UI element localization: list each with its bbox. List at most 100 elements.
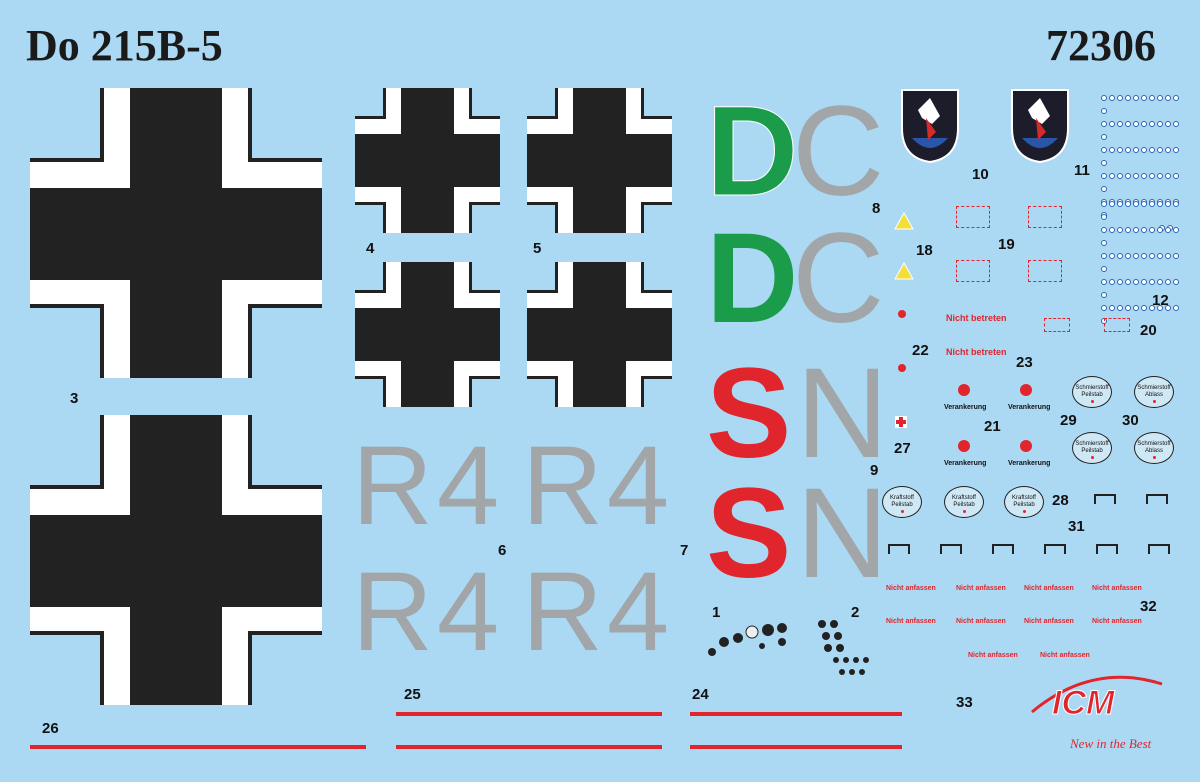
stencil-nicht-anfassen-8: Nicht anfassen: [1092, 618, 1142, 625]
code-r4-4: R4: [522, 549, 674, 674]
decal-number-19: 19: [998, 236, 1015, 253]
decal-number-32: 32: [1140, 598, 1157, 615]
decal-number-1: 1: [712, 604, 721, 621]
unit-shield-emblem-11: [1011, 89, 1069, 164]
dashed-box-20a: [1044, 318, 1070, 332]
bracket-marking-31e: [992, 544, 1014, 554]
instrument-panel-decal-1: [708, 623, 787, 656]
gauge-schmierstoff-ablass-1: Schmierstoff Ablass: [1134, 376, 1174, 408]
code-letter-c-grey-1: C: [792, 80, 885, 223]
code-letter-s-red-1: S: [706, 342, 792, 485]
gauge-kraftstoff-peilstab-1: Kraftstoff Peilstab: [882, 486, 922, 518]
balkenkreuz-small-4b: [355, 262, 500, 407]
catalog-number: 72306: [1046, 21, 1156, 70]
red-stripe-24b: [690, 745, 902, 749]
warning-triangle-icon-1: [894, 212, 914, 230]
code-letter-c-grey-2: C: [792, 207, 885, 350]
decal-number-9: 9: [870, 462, 879, 479]
stencil-verankerung-1: Verankerung: [944, 404, 987, 411]
balkenkreuz-small-5a: [527, 88, 672, 233]
bracket-marking-31g: [1096, 544, 1118, 554]
bracket-marking-31f: [1044, 544, 1066, 554]
balkenkreuz-large-upper: [30, 88, 322, 378]
gauge-kraftstoff-peilstab-3: Kraftstoff Peilstab: [1004, 486, 1044, 518]
dashed-box-19b: [1028, 206, 1062, 228]
decal-number-24: 24: [692, 686, 709, 703]
decal-number-4: 4: [366, 240, 375, 257]
rivet-strips-lower: [1100, 196, 1180, 326]
stencil-nicht-anfassen-2: Nicht anfassen: [956, 585, 1006, 592]
icm-logo: ICM: [1031, 675, 1163, 722]
decal-number-2: 2: [851, 604, 860, 621]
balkenkreuz-large-lower: [30, 415, 322, 705]
decal-number-33: 33: [956, 694, 973, 711]
code-letter-n-grey-2: N: [796, 462, 889, 605]
decal-number-5: 5: [533, 240, 542, 257]
stencil-nicht-anfassen-7: Nicht anfassen: [1024, 618, 1074, 625]
stencil-nicht-anfassen-4: Nicht anfassen: [1092, 585, 1142, 592]
bracket-marking-31a: [1094, 494, 1116, 504]
decal-number-28: 28: [1052, 492, 1069, 509]
stencil-nicht-anfassen-9: Nicht anfassen: [968, 652, 1018, 659]
decal-number-30: 30: [1122, 412, 1139, 429]
red-dot-21c: [958, 440, 970, 452]
instrument-panel-decal-2: [818, 620, 869, 675]
red-dot-21b: [1020, 384, 1032, 396]
bracket-marking-31c: [888, 544, 910, 554]
bracket-marking-31h: [1148, 544, 1170, 554]
decal-number-11: 11: [1074, 162, 1090, 179]
red-stripe-24a: [690, 712, 902, 716]
dashed-box-19d: [1028, 260, 1062, 282]
code-letter-d-green-2: D: [706, 207, 799, 350]
dashed-box-19c: [956, 260, 990, 282]
stencil-nicht-betreten-2: Nicht betreten: [946, 347, 1007, 357]
decal-number-10: 10: [972, 166, 989, 183]
svg-text:ICM: ICM: [1052, 684, 1115, 722]
dashed-box-20b: [1104, 318, 1130, 332]
red-stripe-25b: [396, 745, 662, 749]
decal-number-26: 26: [42, 720, 59, 737]
decal-number-18: 18: [916, 242, 933, 259]
decal-number-20: 20: [1140, 322, 1157, 339]
model-title: Do 215B-5: [26, 21, 223, 70]
decal-number-6: 6: [498, 542, 507, 559]
decal-number-27: 27: [894, 440, 911, 457]
gauge-kraftstoff-peilstab-2: Kraftstoff Peilstab: [944, 486, 984, 518]
code-r4-1: R4: [352, 423, 504, 548]
stencil-nicht-anfassen-1: Nicht anfassen: [886, 585, 936, 592]
decal-number-8: 8: [872, 200, 881, 217]
stencil-nicht-anfassen-6: Nicht anfassen: [956, 618, 1006, 625]
stencil-verankerung-2: Verankerung: [1008, 404, 1051, 411]
decal-number-12: 12: [1152, 292, 1169, 309]
red-stripe-25a: [396, 712, 662, 716]
red-stripe-26: [30, 745, 366, 749]
unit-shield-emblem-10: [901, 89, 959, 164]
decal-number-3: 3: [70, 390, 79, 407]
code-r4-2: R4: [522, 423, 674, 548]
warning-triangle-icon-2: [894, 262, 914, 280]
decal-number-29: 29: [1060, 412, 1077, 429]
gauge-schmierstoff-peilstab-1: Schmierstoff Peilstab: [1072, 376, 1112, 408]
code-letter-d-green-1: D: [705, 80, 799, 223]
red-dot-22b: [898, 364, 906, 372]
decal-number-22: 22: [912, 342, 929, 359]
balkenkreuz-small-5b: [527, 262, 672, 407]
stencil-verankerung-4: Verankerung: [1008, 460, 1051, 467]
decal-number-21: 21: [984, 418, 1001, 435]
dashed-box-19a: [956, 206, 990, 228]
code-letter-s-red-2: S: [706, 462, 792, 605]
decal-number-7: 7: [680, 542, 689, 559]
stencil-nicht-anfassen-10: Nicht anfassen: [1040, 652, 1090, 659]
red-dot-21d: [1020, 440, 1032, 452]
decal-number-23: 23: [1016, 354, 1033, 371]
red-cross-icon: [895, 416, 907, 428]
code-letter-n-grey-1: N: [796, 342, 889, 485]
bracket-marking-31d: [940, 544, 962, 554]
balkenkreuz-small-4a: [355, 88, 500, 233]
gauge-schmierstoff-peilstab-2: Schmierstoff Peilstab: [1072, 432, 1112, 464]
stencil-nicht-anfassen-3: Nicht anfassen: [1024, 585, 1074, 592]
brand-tagline: New in the Best: [1070, 736, 1152, 751]
red-dot-21a: [958, 384, 970, 396]
stencil-nicht-betreten-1: Nicht betreten: [946, 313, 1007, 323]
